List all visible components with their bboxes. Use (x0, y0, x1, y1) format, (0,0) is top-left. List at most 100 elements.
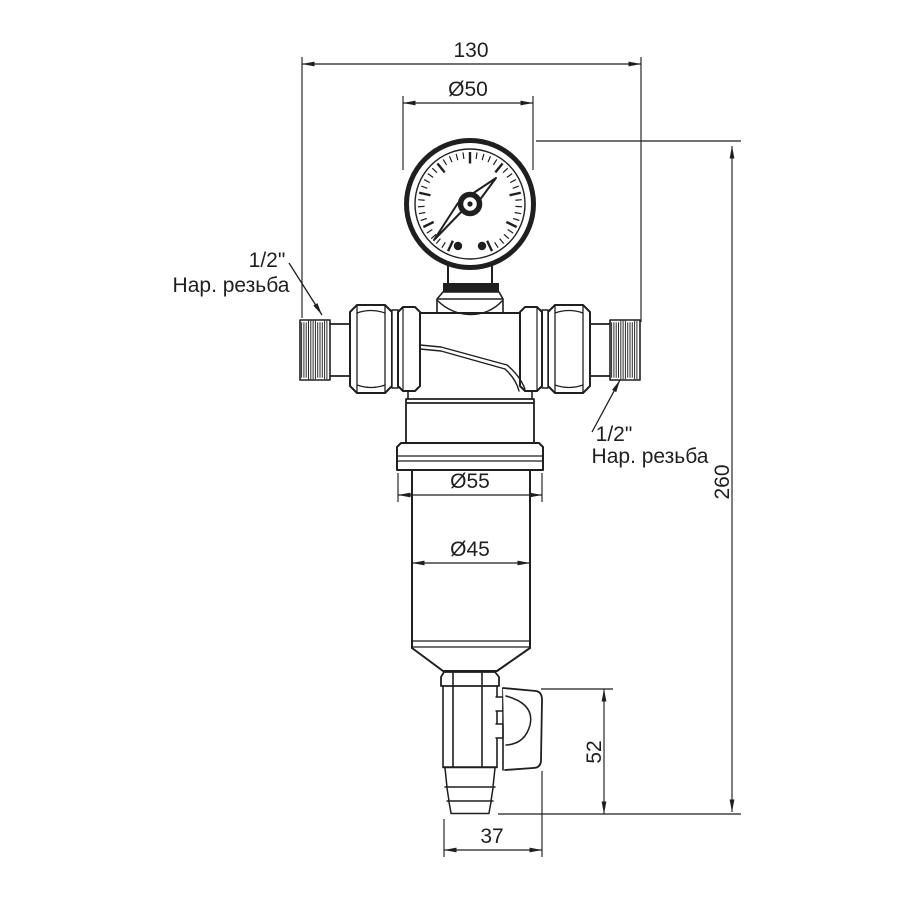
label-left-thread-type: Нар. резьба (173, 274, 290, 297)
generated-line (506, 173, 513, 178)
arrowhead (517, 560, 530, 566)
generated-line (475, 152, 478, 159)
gauge-stem-nut (443, 283, 499, 292)
right-body-hex (519, 306, 543, 392)
barb-ridge-3 (448, 801, 492, 815)
generated-line (421, 185, 428, 189)
collar-flange-lines (396, 455, 544, 462)
body-bottom-shoulders (407, 390, 533, 400)
generated-line (436, 162, 446, 174)
dim-text-overall-width: 130 (453, 39, 488, 62)
generated-line (509, 179, 517, 184)
left-union-nut (349, 304, 393, 394)
right-pipe (589, 323, 611, 377)
pressure-gauge (404, 138, 536, 270)
generated-line (499, 238, 505, 244)
arrowhead (313, 303, 322, 315)
arrowhead (520, 100, 533, 106)
generated-line (435, 238, 441, 244)
generated-line (494, 241, 499, 249)
drain-flange (440, 671, 500, 687)
generated-line (423, 179, 431, 184)
generated-line (446, 240, 454, 252)
generated-line (492, 159, 498, 166)
arrowhead (412, 560, 425, 566)
generated-line (505, 220, 518, 229)
right-union-nut (547, 304, 591, 394)
generated-line (418, 191, 431, 197)
right-union-nut-flats (554, 304, 584, 394)
dim-text-gauge-diameter: Ø50 (448, 78, 488, 101)
generated-line (462, 152, 465, 159)
filter-head (405, 398, 535, 444)
generated-line (420, 217, 428, 222)
generated-line (481, 153, 485, 161)
gauge-screw-left (453, 241, 463, 251)
arrowhead (529, 847, 542, 853)
left-union-nut-flats (356, 304, 386, 394)
generated-line (427, 173, 434, 178)
generated-line (418, 211, 426, 215)
generated-line (431, 167, 438, 174)
arrowhead (529, 492, 542, 498)
gauge-inner-rim (414, 148, 526, 260)
generated-line (442, 159, 448, 166)
arrowhead (398, 492, 411, 498)
generated-line (455, 153, 459, 161)
gauge-stem-skirt (436, 291, 504, 314)
dim-text-drain-height: 52 (583, 740, 606, 763)
generated-line (441, 241, 446, 249)
arrowhead (601, 689, 607, 702)
generated-line (512, 217, 520, 222)
body-internal-slant (419, 344, 508, 370)
arrowhead (601, 801, 607, 814)
generated-line (487, 155, 492, 163)
generated-line (514, 211, 522, 215)
generated-line (509, 191, 522, 197)
left-pipe (329, 323, 351, 377)
arrowhead (302, 61, 315, 67)
label-right-thread-type: Нар. резьба (592, 445, 709, 468)
generated-line (422, 220, 435, 229)
left-body-hex (397, 306, 421, 392)
arrowhead (729, 799, 735, 812)
dim-text-bowl-diameter: Ø45 (450, 538, 490, 561)
arrowhead (729, 146, 735, 159)
dim-text-head-diameter: Ø55 (450, 470, 490, 493)
drain-handle-cutout (505, 695, 532, 746)
left-thread (299, 319, 331, 381)
thread-hatching (301, 320, 638, 380)
dim-text-drain-width: 37 (480, 825, 503, 848)
label-right-thread-size: 1/2" (596, 423, 633, 446)
generated-line (426, 228, 433, 234)
dimension-lines (288, 57, 741, 857)
generated-line (430, 233, 437, 240)
right-union-nut-chamfers (554, 309, 584, 389)
label-left-thread-size: 1/2" (249, 249, 286, 272)
dimension-arrowheads (302, 61, 735, 853)
barb-ridge-2 (446, 787, 494, 802)
generated-line (507, 228, 514, 234)
arrowhead (628, 61, 641, 67)
generated-line (503, 233, 510, 240)
bowl-bottom-lines (411, 640, 531, 648)
generated-line (486, 240, 494, 252)
generated-line (494, 162, 504, 174)
right-thread (609, 319, 641, 381)
drain-handle (502, 687, 543, 771)
dim-text-overall-height: 260 (711, 464, 734, 499)
generated-line (418, 199, 425, 201)
generated-line (512, 185, 519, 189)
gauge-dial-ticks (418, 152, 522, 252)
body-internal-curve (504, 364, 526, 392)
generated-line (448, 155, 453, 163)
arrowhead (444, 847, 457, 853)
bowl-cone (411, 647, 531, 672)
barb-ridge-1 (444, 767, 496, 788)
dimension-text: 130 Ø50 Ø55 Ø45 260 52 37 1/2" Нар. резь… (173, 39, 734, 848)
arrowhead (612, 380, 620, 393)
generated-line (502, 167, 509, 174)
left-union-nut-chamfers (356, 309, 386, 389)
